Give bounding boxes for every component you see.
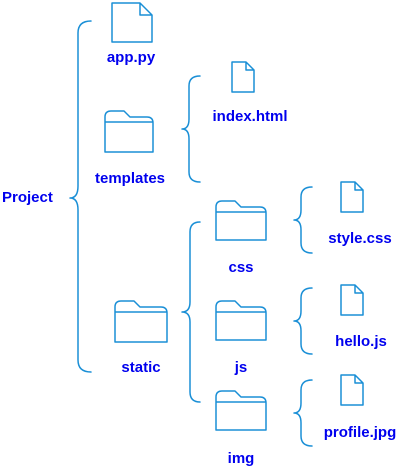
node-label-css: css [228,259,254,276]
static-brace [181,221,201,403]
img-brace [293,379,313,447]
node-label-js: js [234,359,248,376]
js-brace [293,287,313,355]
node-label-style-css: style.css [328,230,392,247]
node-label-profile-jpg: profile.jpg [323,424,397,441]
folder-icon [215,300,267,341]
file-icon [111,2,153,43]
file-icon [340,374,364,406]
folder-icon [104,110,154,153]
node-label-static: static [121,359,161,376]
node-label-hello-js: hello.js [335,333,387,350]
node-label-templates: templates [94,170,166,187]
css-brace [293,186,313,254]
folder-icon [215,200,267,241]
templates-brace [181,75,201,183]
node-label-project: Project [2,189,53,206]
file-icon [340,181,364,213]
node-label-index-html: index.html [212,108,288,125]
folder-icon [215,390,267,431]
project-brace [69,20,92,373]
folder-icon [114,300,168,343]
node-label-app-py: app.py [106,49,156,66]
file-icon [340,284,364,316]
file-icon [231,61,255,93]
node-label-img: img [227,450,255,467]
